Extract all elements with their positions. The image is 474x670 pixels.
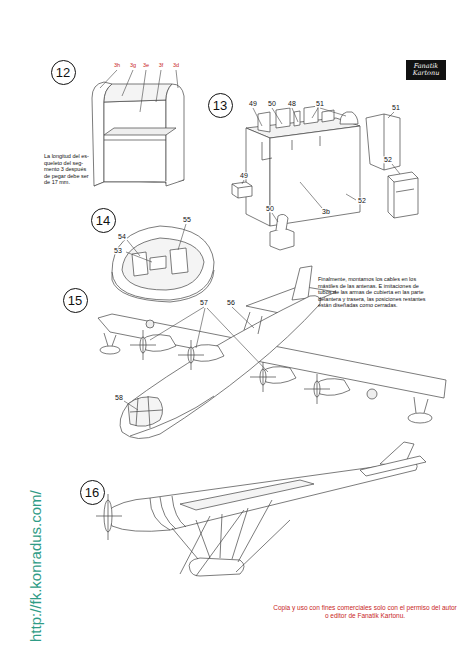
callout-number: 51 [315, 100, 325, 107]
callout-number: 54 [117, 233, 127, 240]
float [189, 558, 244, 576]
website-url: http://fk.konradus.com/ [28, 490, 44, 642]
callout-number: 53 [113, 247, 123, 254]
callout-number: 49 [248, 100, 258, 107]
part-51 [366, 114, 400, 170]
part-52 [388, 172, 418, 218]
note: La longitud del es- queleto del seg- men… [44, 153, 91, 186]
callout-number: 50 [267, 100, 277, 107]
copyright-notice: Copia y uso con fines comerciales solo c… [272, 604, 458, 620]
callout-number: 57 [199, 299, 209, 306]
callout-number: 52 [357, 197, 367, 204]
callout-number: 51 [391, 104, 401, 111]
flying-boat-16 [96, 442, 426, 576]
part-ref: 3g [129, 63, 137, 69]
part-ref: 3h [113, 63, 121, 69]
flying-boat-15 [98, 266, 446, 439]
callout-number: 52 [383, 156, 393, 163]
part-12 [92, 82, 184, 186]
callout-number: 50 [265, 205, 275, 212]
step-number: 14 [96, 213, 110, 228]
part-14-cockpit [112, 226, 214, 302]
note: Finalmente, montamos los cables en los m… [318, 276, 430, 309]
part-49 [232, 182, 252, 198]
part-ref: 3f [158, 63, 165, 69]
publisher-logo: Fanatik Kartonu [406, 60, 446, 80]
step-circle: 12 [51, 60, 76, 85]
callout-number: 48 [287, 100, 297, 107]
callout-number: 49 [239, 172, 249, 179]
part-13 [246, 106, 360, 226]
step-circle: 15 [63, 288, 88, 313]
callout-number: 56 [226, 299, 236, 306]
step-circle: 13 [208, 93, 233, 118]
part-ref: 3d [172, 63, 180, 69]
step-circle: 16 [80, 480, 105, 505]
step-number: 16 [85, 485, 99, 500]
callout-number: 58 [114, 394, 124, 401]
callout-number: 3b [321, 208, 331, 215]
callout-number: 55 [182, 216, 192, 223]
step-number: 15 [68, 293, 82, 308]
step-circle: 14 [91, 208, 116, 233]
step-number: 12 [56, 65, 70, 80]
part-50 [270, 228, 294, 250]
step-number: 13 [213, 98, 227, 113]
part-ref: 3e [142, 63, 150, 69]
